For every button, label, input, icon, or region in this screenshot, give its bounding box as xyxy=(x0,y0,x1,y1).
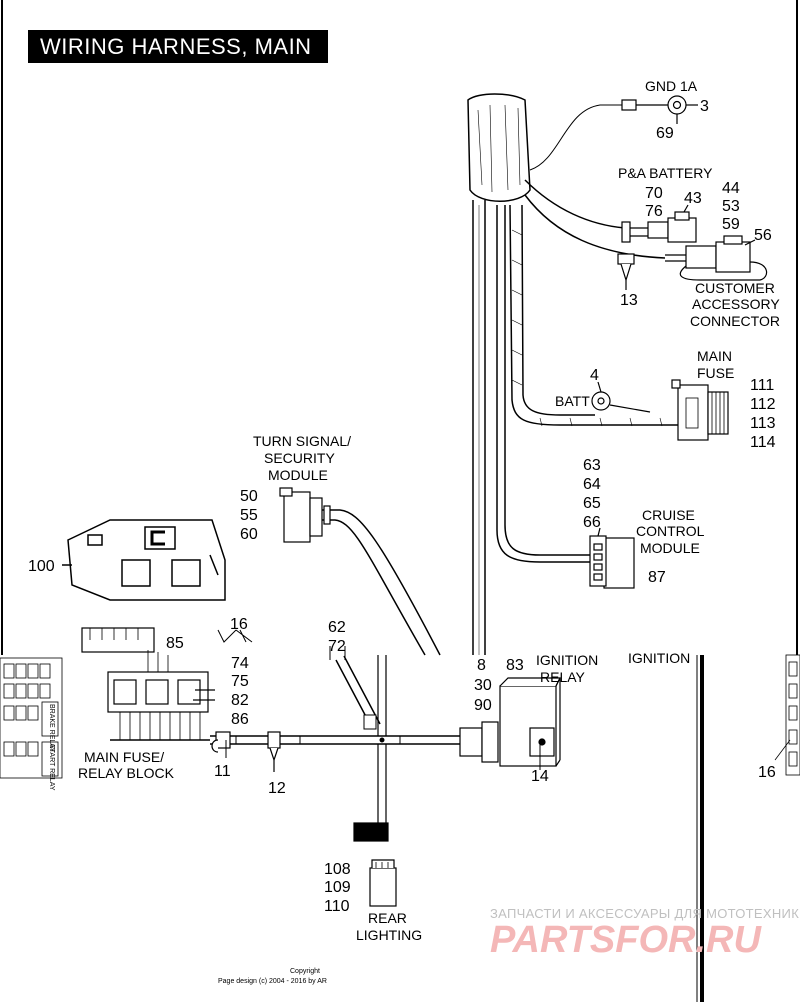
callout-83: 83 xyxy=(506,657,524,674)
callout-55: 55 xyxy=(240,507,258,524)
callout-70: 70 xyxy=(645,185,663,202)
label-ignition-relay-1: IGNITION xyxy=(536,652,598,668)
callout-75: 75 xyxy=(231,673,249,690)
label-pa-battery: P&A BATTERY xyxy=(618,165,713,181)
page-title: WIRING HARNESS, MAIN xyxy=(40,34,312,59)
label-cruise-3: MODULE xyxy=(640,540,700,556)
lower-harness xyxy=(210,646,460,825)
label-gnd: GND 1A xyxy=(645,78,698,94)
main-trunk xyxy=(467,93,678,655)
callout-13: 13 xyxy=(620,292,638,309)
label-main-fuse-relay-2: RELAY BLOCK xyxy=(78,765,175,781)
watermark-line1: ЗАПЧАСТИ И АКСЕССУАРЫ ДЛЯ МОТОТЕХНИКИ xyxy=(490,906,800,921)
callout-82: 82 xyxy=(231,692,249,709)
title-bar: WIRING HARNESS, MAIN xyxy=(28,30,328,63)
callout-76: 76 xyxy=(645,203,663,220)
callout-114: 114 xyxy=(750,434,776,451)
callout-111: 111 xyxy=(750,377,774,394)
pa-battery-connector xyxy=(621,204,697,243)
callout-87: 87 xyxy=(648,569,666,586)
callout-64: 64 xyxy=(583,476,601,493)
label-customer-1: CUSTOMER xyxy=(695,280,775,296)
callout-16-right: 16 xyxy=(758,764,776,781)
callout-59: 59 xyxy=(722,216,740,233)
callout-43: 43 xyxy=(684,190,702,207)
callout-72: 72 xyxy=(328,638,346,655)
label-turn-2: SECURITY xyxy=(264,450,335,466)
callout-66: 66 xyxy=(583,514,601,531)
footer-copyright: Copyright xyxy=(290,968,320,975)
label-ignition-relay-2: RELAY xyxy=(540,669,586,685)
label-main-fuse-1: MAIN xyxy=(697,348,732,364)
callout-56: 56 xyxy=(754,227,772,244)
callout-113: 113 xyxy=(750,415,776,432)
label-customer-3: CONNECTOR xyxy=(690,313,780,329)
footer-page-design: Page design (c) 2004 - 2016 by AR xyxy=(218,978,327,985)
label-ignition-cut: IGNITION xyxy=(628,650,690,666)
footer: Copyright Page design (c) 2004 - 2016 by… xyxy=(218,968,327,985)
callout-53: 53 xyxy=(722,198,740,215)
main-fuse-block xyxy=(591,379,729,441)
callout-63: 63 xyxy=(583,457,601,474)
label-turn-1: TURN SIGNAL/ xyxy=(253,433,351,449)
callout-65: 65 xyxy=(583,495,601,512)
callout-numbers: 3 69 70 76 43 44 53 59 56 13 4 111 112 1… xyxy=(28,98,776,915)
main-fuse-relay-block xyxy=(81,627,215,741)
fuse-grid-right xyxy=(774,654,800,776)
label-main-fuse-relay-1: MAIN FUSE/ xyxy=(84,749,164,765)
callout-8: 8 xyxy=(477,657,486,674)
callout-86: 86 xyxy=(231,711,249,728)
watermark-logo: PARTSFOR.RU xyxy=(490,919,762,961)
label-customer-2: ACCESSORY xyxy=(692,296,780,312)
callout-110: 110 xyxy=(324,898,350,915)
callout-50: 50 xyxy=(240,488,258,505)
fuse-grid-left xyxy=(0,657,63,779)
label-rear-1: REAR xyxy=(368,910,407,926)
callout-90: 90 xyxy=(474,697,492,714)
callout-3: 3 xyxy=(700,98,709,115)
callout-74: 74 xyxy=(231,655,249,672)
callout-16: 16 xyxy=(230,616,248,633)
callout-4: 4 xyxy=(590,367,599,384)
callout-112: 112 xyxy=(750,396,776,413)
callout-44: 44 xyxy=(722,180,740,197)
label-rear-2: LIGHTING xyxy=(356,927,422,943)
callout-30: 30 xyxy=(474,677,492,694)
callout-69: 69 xyxy=(656,125,674,142)
label-main-fuse-2: FUSE xyxy=(697,365,734,381)
label-turn-3: MODULE xyxy=(268,467,328,483)
watermark: ЗАПЧАСТИ И АКСЕССУАРЫ ДЛЯ МОТОТЕХНИКИ PA… xyxy=(490,906,800,961)
gnd-ring-terminal xyxy=(621,95,698,124)
ignition-relay xyxy=(459,677,561,767)
callout-108: 108 xyxy=(324,861,351,878)
callout-100: 100 xyxy=(28,558,55,575)
callout-60: 60 xyxy=(240,526,258,543)
callout-109: 109 xyxy=(324,879,351,896)
label-start-relay: START RELAY xyxy=(48,744,55,791)
callout-12: 12 xyxy=(268,780,286,797)
callout-62: 62 xyxy=(328,619,346,636)
callout-85: 85 xyxy=(166,635,184,652)
leader-lines xyxy=(217,629,541,770)
label-batt: BATT xyxy=(555,393,590,409)
component-labels: GND 1A P&A BATTERY CUSTOMER ACCESSORY CO… xyxy=(48,78,780,943)
label-cruise-2: CONTROL xyxy=(636,523,705,539)
callout-14: 14 xyxy=(531,768,549,785)
callout-11: 11 xyxy=(214,763,231,780)
turn-signal-connector xyxy=(279,487,441,656)
label-cruise-1: CRUISE xyxy=(642,507,695,523)
label-brake-relay: BRAKE RELAY xyxy=(48,704,55,752)
rear-lighting-connector xyxy=(353,822,397,907)
customer-accessory-connector xyxy=(617,235,768,290)
cruise-control-module xyxy=(589,527,635,589)
module-100 xyxy=(62,519,226,601)
